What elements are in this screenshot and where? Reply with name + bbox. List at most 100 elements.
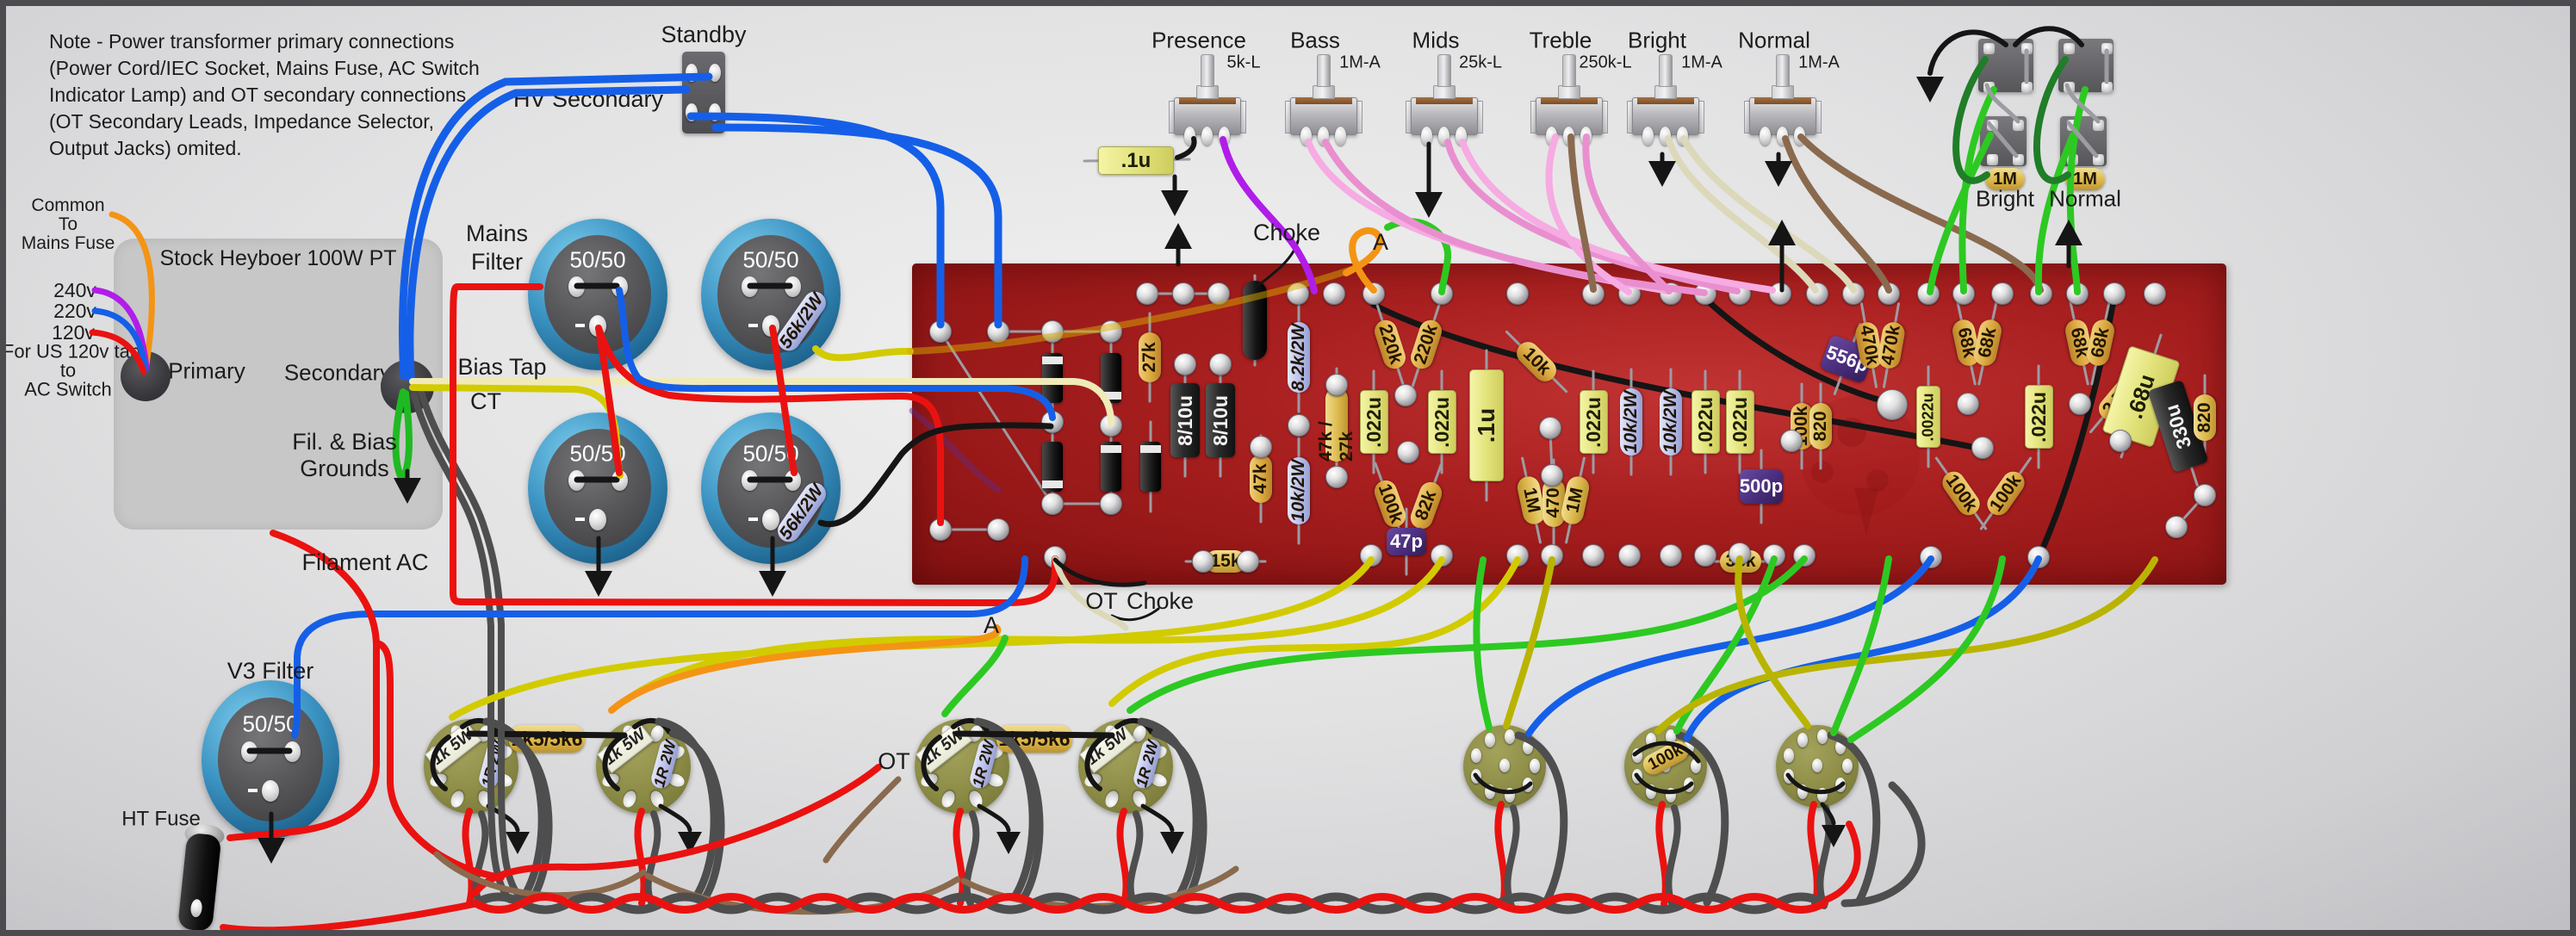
turret <box>2103 282 2126 305</box>
note-line: Output Jacks) omited. <box>49 137 242 159</box>
turret <box>1174 353 1196 375</box>
jack-name-normal: Normal <box>2049 185 2121 212</box>
pot-shaft <box>1776 54 1790 87</box>
label-filamentac: Filament AC <box>301 549 429 575</box>
turret <box>1780 430 1803 452</box>
component-.022u: .022u <box>1427 390 1456 454</box>
pot-value-mids: 25k-L <box>1458 53 1503 72</box>
tap-240v-label: 240v <box>53 278 96 301</box>
pot-value-presence: 5k-L <box>1226 53 1261 72</box>
component-810u: 8/10u <box>1170 383 1200 457</box>
common-label-2: To <box>58 214 78 234</box>
turret <box>1209 353 1232 375</box>
pot-band <box>1179 97 1236 104</box>
component-label: .1u <box>1120 148 1151 172</box>
label-choke-top: Choke <box>1252 219 1321 245</box>
turret <box>1394 384 1417 406</box>
pot-band <box>1637 97 1694 104</box>
turret <box>1539 417 1561 439</box>
pot-value-bass: 1M-A <box>1339 53 1381 72</box>
label-a-top: A <box>1372 228 1389 255</box>
pot-shaft <box>1317 54 1331 87</box>
turret <box>2194 484 2216 506</box>
component-.022u: .022u <box>2024 385 2053 449</box>
label-ct: CT <box>470 387 501 414</box>
common-label-3: Mains Fuse <box>21 232 115 253</box>
component-.022u: .022u <box>1359 390 1388 454</box>
turret <box>2144 282 2166 305</box>
turret <box>1325 466 1348 488</box>
us-tap-label-2: to <box>59 359 77 381</box>
pot-name-normal: Normal <box>1738 27 1810 53</box>
diode <box>1140 442 1161 492</box>
pot-shaft <box>1201 54 1214 87</box>
pot-shaft <box>1659 54 1673 87</box>
component-presence-.1u: .1u <box>1098 146 1174 175</box>
label-ot-board: OT <box>1085 587 1118 614</box>
pot-value-normal: 1M-A <box>1798 53 1840 72</box>
pot-value-bright: 1M-A <box>1681 53 1723 72</box>
pot-name-bass: Bass <box>1290 27 1340 53</box>
turret <box>2165 516 2188 538</box>
turret <box>1100 493 1122 515</box>
socket-pin <box>1784 748 1795 764</box>
pot-value-treble: 250k-L <box>1579 53 1632 72</box>
tap-220v-label: 220v <box>53 299 96 322</box>
label-choke-board: Choke <box>1126 587 1195 614</box>
pot-lug <box>1201 127 1213 146</box>
label-htfuse: HT Fuse <box>121 807 201 831</box>
pot-name-mids: Mids <box>1412 27 1460 53</box>
label-ot-wire: OT <box>878 747 910 774</box>
note-line: Note - Power transformer primary connect… <box>49 30 455 53</box>
label-filbias1: Fil. & Bias <box>292 428 397 455</box>
pot-band <box>1754 97 1811 104</box>
component-.022u: .022u <box>1579 390 1608 454</box>
label-mains2: Filter <box>471 248 523 275</box>
component-47p: 47p <box>1387 528 1426 555</box>
big-turret <box>1877 389 1908 420</box>
turret <box>1397 441 1419 463</box>
primary-label: Primary <box>168 357 245 384</box>
pot-band <box>1295 97 1352 104</box>
component-.0022u: .0022u <box>1916 386 1940 448</box>
socket-pin <box>1484 732 1495 747</box>
standby-label: Standby <box>661 21 747 47</box>
pot-band <box>1541 97 1598 104</box>
diode-stripe <box>1101 445 1121 453</box>
label-v3filter: V3 Filter <box>227 657 314 684</box>
common-label-1: Common <box>31 195 105 215</box>
jack-lug <box>2101 82 2113 93</box>
turret <box>2069 393 2091 415</box>
label-biastap: Bias Tap <box>457 353 547 380</box>
us-tap-label-3: AC Switch <box>24 378 112 400</box>
pot-name-bright: Bright <box>1628 27 1686 53</box>
jack-name-bright: Bright <box>1976 185 2034 212</box>
pot-name-presence: Presence <box>1151 27 1246 53</box>
turret <box>1971 437 1994 459</box>
turret <box>1541 464 1563 487</box>
socket-center-pin <box>1812 759 1822 772</box>
watermark-dot <box>1811 461 1834 483</box>
component-810u: 8/10u <box>1206 383 1235 457</box>
component-500p: 500p <box>1740 469 1783 504</box>
turret <box>1288 414 1310 437</box>
pt-title: Stock Heyboer 100W PT <box>159 245 397 270</box>
turret <box>1957 393 1979 415</box>
note-line: Indicator Lamp) and OT secondary connect… <box>49 84 467 106</box>
component-.022u: .022u <box>1725 390 1754 454</box>
pot-band <box>1416 97 1473 104</box>
label-filbias2: Grounds <box>300 455 389 481</box>
secondary-label: Secondary <box>283 359 392 386</box>
turret <box>1250 436 1272 458</box>
label-a-bottom: A <box>983 611 1000 638</box>
pot-shaft <box>1562 54 1576 87</box>
socket-center-pin <box>1499 759 1510 772</box>
component-.1u: .1u <box>1469 369 1504 481</box>
turret <box>2109 430 2132 452</box>
jack-lug <box>2021 82 2033 93</box>
note-line: (OT Secondary Leads, Impedance Selector, <box>49 110 435 133</box>
watermark-dot <box>1866 469 1889 492</box>
socket-pin <box>1471 748 1482 764</box>
